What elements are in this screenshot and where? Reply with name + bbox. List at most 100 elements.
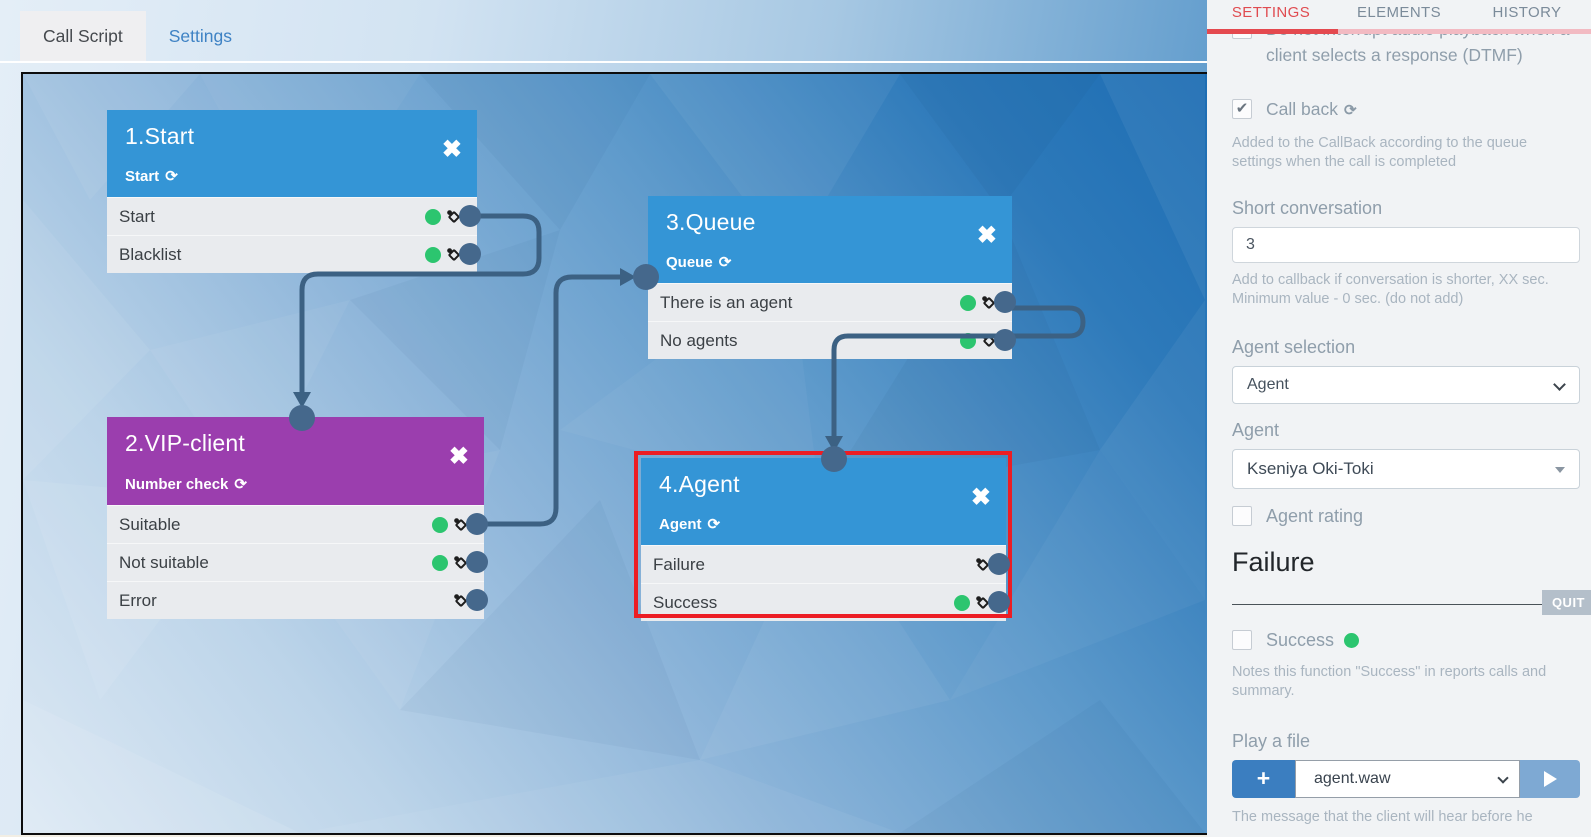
success-help: Notes this function "Success" in reports… [1232,664,1547,699]
agent-selection-select[interactable]: Agent [1232,366,1580,404]
add-file-button[interactable]: + [1232,760,1295,798]
node-vip-header[interactable]: 2.VIP-client Number check ⟳ ✖ [107,417,484,505]
row-label: No agents [660,330,738,350]
row-label: Failure [653,554,705,574]
agent-select[interactable]: Kseniya Oki-Toki [1232,449,1580,489]
file-name: agent.waw [1314,770,1391,787]
chevron-down-icon [1497,772,1509,784]
refresh-icon: ⟳ [234,476,247,493]
agent-value: Kseniya Oki-Toki [1247,459,1374,478]
refresh-icon: ⟳ [165,168,178,185]
node-vip-client[interactable]: 2.VIP-client Number check ⟳ ✖ Suitable No… [107,417,484,619]
row-label: Suitable [119,514,181,534]
agent-selection-value: Agent [1247,376,1289,393]
node-subtitle: Queue [666,254,713,271]
chevron-down-icon [1553,378,1566,391]
node-row[interactable]: Blacklist [107,235,477,273]
agent-label: Agent [1232,420,1280,440]
tab-panel-history[interactable]: HISTORY [1492,4,1562,21]
active-tab-underline [1207,29,1338,34]
agent-rating-label: Agent rating [1266,506,1364,526]
success-dot [954,594,970,611]
node-row[interactable]: There is an agent [648,283,1012,321]
row-label: Error [119,590,157,610]
node-title: 1.Start [125,123,195,149]
row-label: Success [653,592,718,612]
node-title: 4.Agent [659,471,740,497]
node-row[interactable]: Suitable [107,505,484,543]
link-icon[interactable] [981,333,996,348]
success-checkbox[interactable] [1232,630,1252,650]
success-dot [425,208,441,225]
node-agent[interactable]: 4.Agent Agent ⟳ ✖ Failure Success [641,458,1006,621]
link-icon[interactable] [981,295,996,310]
node-queue-header[interactable]: 3.Queue Queue ⟳ ✖ [648,196,1012,283]
node-start[interactable]: 1.Start Start⟳ ✖ Start Blacklist [107,110,477,273]
play-file-help: The message that the client will hear be… [1232,809,1533,825]
tab-panel-settings[interactable]: SETTINGS [1231,4,1311,21]
row-label: Not suitable [119,552,209,572]
link-icon[interactable] [446,247,461,262]
link-icon[interactable] [975,557,990,572]
node-row[interactable]: No agents [648,321,1012,359]
refresh-icon: ⟳ [718,254,732,271]
success-dot [432,516,448,533]
node-row[interactable]: Not suitable [107,543,484,581]
file-select[interactable]: agent.waw [1295,760,1520,798]
link-icon[interactable] [453,555,468,570]
node-subtitle: Agent [659,516,702,533]
success-dot [960,294,976,311]
short-conversation-input[interactable] [1232,227,1580,263]
link-icon[interactable] [453,517,468,532]
quit-badge: QUIT [1541,590,1591,615]
panel-content: Do not interrupt audio playback when a c… [1207,0,1591,827]
dropdown-arrow-icon [1555,467,1565,473]
agent-rating-row: Agent rating [1232,503,1580,529]
link-icon[interactable] [446,209,461,224]
node-row[interactable]: Error [107,581,484,619]
agent-rating-checkbox[interactable] [1232,506,1252,526]
node-row[interactable]: Success [641,583,1006,621]
row-label: There is an agent [660,292,793,312]
success-row: Success [1232,627,1580,653]
play-file-label: Play a file [1232,731,1311,751]
refresh-icon: ⟳ [707,516,721,533]
node-title: 2.VIP-client [125,430,246,456]
success-dot [432,554,448,571]
success-dot [425,246,441,263]
node-subtitle: Number check [125,476,229,493]
success-label: Success [1266,630,1335,650]
node-start-header[interactable]: 1.Start Start⟳ ✖ [107,110,477,197]
callback-checkbox[interactable] [1232,99,1252,119]
node-title: 3.Queue [666,209,756,235]
agent-selection-label: Agent selection [1232,337,1356,357]
row-label: Start [119,206,155,226]
close-icon[interactable]: ✖ [976,222,997,249]
callback-help: Added to the CallBack according to the q… [1232,135,1528,170]
short-conversation-help: Add to callback if conversation is short… [1232,272,1549,307]
node-row[interactable]: Failure [641,545,1006,583]
script-tabs: Call Script Settings [20,11,255,61]
close-icon[interactable]: ✖ [448,443,469,470]
close-icon[interactable]: ✖ [970,484,991,511]
panel-tabs: SETTINGS ELEMENTS HISTORY [1207,0,1591,29]
close-icon[interactable]: ✖ [441,136,462,163]
refresh-icon: ⟳ [1343,102,1357,119]
settings-panel: Do not interrupt audio playback when a c… [1207,0,1591,837]
tab-settings[interactable]: Settings [168,26,232,46]
agent-selection-section: Agent selection Agent Agent Kseniya Oki-… [1232,337,1580,489]
header-divider [0,61,1207,63]
node-row[interactable]: Start [107,197,477,235]
callback-checkbox-row: Call back⟳ [1232,96,1580,124]
node-agent-header[interactable]: 4.Agent Agent ⟳ ✖ [641,458,1006,545]
node-queue[interactable]: 3.Queue Queue ⟳ ✖ There is an agent No ag… [648,196,1012,359]
success-dot [960,332,976,349]
failure-divider: QUIT [1232,590,1591,615]
link-icon[interactable] [453,593,468,608]
link-icon[interactable] [975,595,990,610]
flow-canvas[interactable]: 1.Start Start⟳ ✖ Start Blacklist 2.VIP-c… [21,72,1207,835]
play-button[interactable] [1520,760,1580,798]
tab-call-script[interactable]: Call Script [20,11,146,61]
tab-panel-elements[interactable]: ELEMENTS [1356,4,1442,21]
play-file-row: + agent.waw [1232,760,1580,798]
